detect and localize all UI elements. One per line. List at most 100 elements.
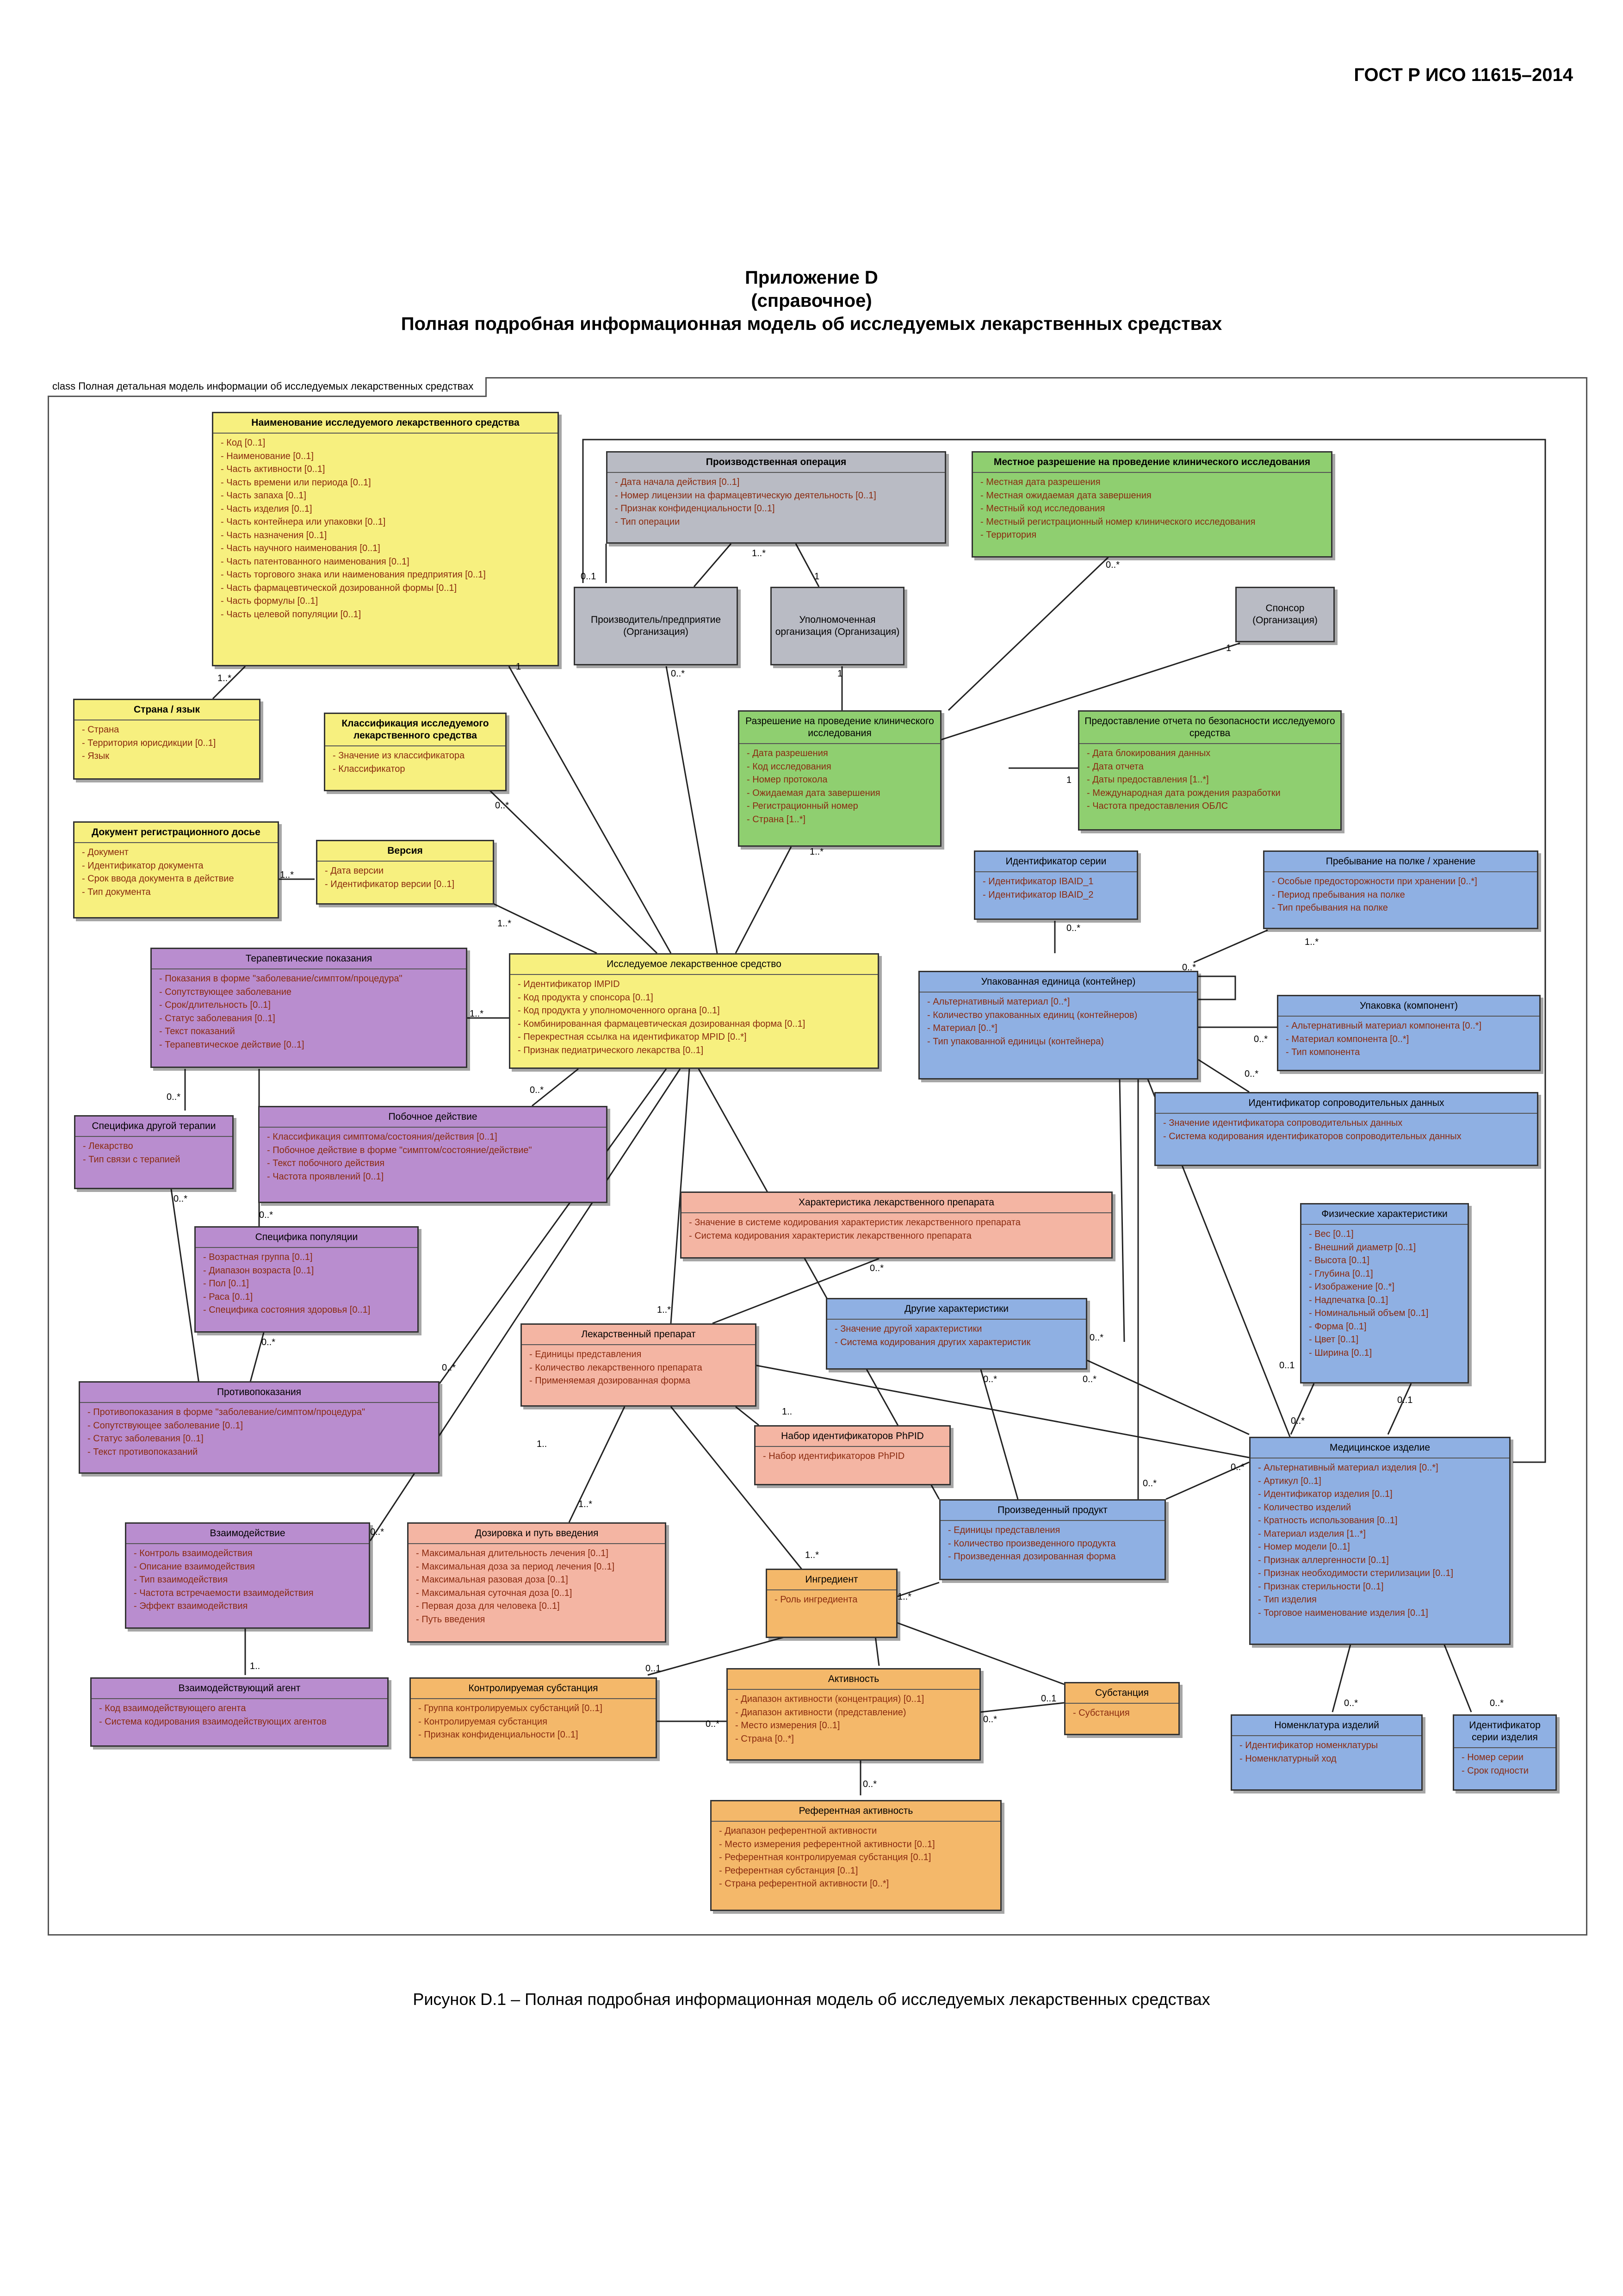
attr: Глубина [0..1]	[1309, 1267, 1464, 1281]
multiplicity-label: 0..*	[870, 1263, 884, 1273]
class-proizvoditel-name: Производитель/предприятие (Организация)	[590, 614, 721, 637]
attr: Наименование [0..1]	[221, 450, 554, 463]
attr: Текст побочного действия	[267, 1157, 602, 1170]
class-upakovannaya[interactable]: Упакованная единица (контейнер) Альтерна…	[918, 971, 1198, 1080]
class-vz-agent-attrs: Код взаимодействующего агента Система ко…	[92, 1698, 387, 1731]
class-lek-preparat[interactable]: Лекарственный препарат Единицы представл…	[520, 1323, 756, 1407]
class-versiya[interactable]: Версия Дата версии Идентификатор версии …	[316, 840, 494, 905]
attr: Сопутствующее заболевание [0..1]	[87, 1419, 434, 1433]
class-sponsor[interactable]: Спонсор (Организация)	[1235, 587, 1335, 642]
attr: Внешний диаметр [0..1]	[1309, 1241, 1464, 1254]
class-razreshenie[interactable]: Разрешение на проведение клинического ис…	[738, 710, 942, 847]
class-upakovka[interactable]: Упаковка (компонент) Альтернативный мате…	[1277, 995, 1541, 1071]
multiplicity-label: 1..*	[810, 847, 824, 857]
multiplicity-label: 0..*	[259, 1210, 273, 1220]
multiplicity-label: 0..*	[1066, 923, 1081, 933]
attr: Часть формулы [0..1]	[221, 595, 554, 608]
class-issleduemoe-attrs: Идентификатор IMPID Код продукта у спонс…	[510, 974, 878, 1060]
class-naimenovanie[interactable]: Наименование исследуемого лекарственного…	[212, 412, 559, 666]
class-versiya-name: Версия	[387, 845, 423, 856]
class-naimenovanie-name: Наименование исследуемого лекарственного…	[251, 417, 520, 428]
appendix-subtitle: (справочное)	[751, 291, 872, 311]
class-upakovka-attrs: Альтернативный материал компонента [0..*…	[1278, 1016, 1539, 1062]
attr: Тип операции	[615, 515, 941, 529]
class-drugie-attrs: Значение другой характеристики Система к…	[827, 1319, 1086, 1352]
multiplicity-label: 1..*	[280, 870, 294, 880]
attr: Артикул [0..1]	[1258, 1475, 1505, 1488]
attr: Страна референтной активности [0..*]	[719, 1877, 997, 1891]
class-issleduemoe[interactable]: Исследуемое лекарственное средство Идент…	[509, 953, 879, 1069]
attr: Тип взаимодействия	[134, 1573, 365, 1587]
class-referentnaya[interactable]: Референтная активность Диапазон референт…	[710, 1800, 1002, 1911]
class-dozirovka-name: Дозировка и путь введения	[475, 1528, 599, 1539]
attr: Страна [1..*]	[747, 813, 936, 826]
class-med-izdelie[interactable]: Медицинское изделие Альтернативный матер…	[1249, 1437, 1511, 1645]
attr: Тип изделия	[1258, 1593, 1505, 1607]
class-prebyvanie[interactable]: Пребывание на полке / хранение Особые пр…	[1263, 850, 1538, 929]
class-kontrol-sub-name: Контролируемая субстанция	[468, 1683, 598, 1694]
class-harakteristika[interactable]: Характеристика лекарственного препарата …	[680, 1191, 1113, 1259]
attr: Часть запаха [0..1]	[221, 489, 554, 503]
class-protivopokazaniya-name: Противопоказания	[217, 1387, 302, 1397]
attr: Раса [0..1]	[203, 1291, 414, 1304]
attr: Язык	[82, 750, 255, 763]
class-nabor-name: Набор идентификаторов PhPID	[781, 1431, 924, 1441]
class-nomenklatura-attrs: Идентификатор номенклатуры Номенклатурны…	[1232, 1735, 1421, 1768]
class-dozirovka[interactable]: Дозировка и путь введения Максимальная д…	[407, 1522, 666, 1643]
class-ingredient[interactable]: Ингредиент Роль ингредиента	[766, 1569, 898, 1638]
class-specifika-pop[interactable]: Специфика популяции Возрастная группа [0…	[194, 1226, 419, 1333]
attr: Количество лекарственного препарата	[529, 1361, 751, 1375]
class-id-serii[interactable]: Идентификатор серии Идентификатор IBAID_…	[974, 850, 1138, 920]
class-upolnomochennaya[interactable]: Уполномоченная организация (Организация)	[770, 587, 904, 665]
class-drugie[interactable]: Другие характеристики Значение другой ха…	[826, 1298, 1087, 1370]
class-aktivnost[interactable]: Активность Диапазон активности (концентр…	[726, 1668, 981, 1761]
class-vzaimodeistvie[interactable]: Взаимодействие Контроль взаимодействия О…	[125, 1522, 370, 1629]
multiplicity-label: 1..*	[752, 548, 766, 558]
attr: Максимальная разовая доза [0..1]	[416, 1573, 661, 1587]
class-otchet[interactable]: Предоставление отчета по безопасности ис…	[1078, 710, 1342, 831]
attr: Срок годности	[1462, 1764, 1552, 1778]
attr: Комбинированная фармацевтическая дозиров…	[518, 1018, 874, 1031]
attr: Код продукта у уполномоченного органа [0…	[518, 1004, 874, 1018]
class-kontrol-sub[interactable]: Контролируемая субстанция Группа контрол…	[409, 1677, 657, 1758]
class-id-serii-izd[interactable]: Идентификатор серии изделия Номер серии …	[1453, 1714, 1557, 1791]
attr: Лекарство	[83, 1140, 229, 1153]
class-referentnaya-attrs: Диапазон референтной активности Место из…	[712, 1821, 1000, 1893]
multiplicity-label: 0..*	[1344, 1698, 1358, 1708]
class-substanciya[interactable]: Субстанция Субстанция	[1064, 1682, 1180, 1735]
attr: Классификация симптома/состояния/действи…	[267, 1130, 602, 1144]
class-proizvoditel[interactable]: Производитель/предприятие (Организация)	[574, 587, 738, 665]
attr: Роль ингредиента	[774, 1593, 892, 1607]
attr: Тип пребывания на полке	[1272, 901, 1533, 915]
class-proizv-operaciya[interactable]: Производственная операция Дата начала де…	[606, 451, 946, 544]
class-id-soprov[interactable]: Идентификатор сопроводительных данных Зн…	[1154, 1092, 1538, 1166]
class-specifika-drugoi[interactable]: Специфика другой терапии Лекарство Тип с…	[74, 1115, 234, 1189]
class-pobochnoe[interactable]: Побочное действие Классификация симптома…	[258, 1106, 607, 1203]
attr: Контроль взаимодействия	[134, 1547, 365, 1560]
attr: Перекрестная ссылка на идентификатор MPI…	[518, 1030, 874, 1044]
class-drugie-name: Другие характеристики	[904, 1303, 1009, 1314]
class-nabor[interactable]: Набор идентификаторов PhPID Набор иденти…	[754, 1425, 951, 1485]
class-strana[interactable]: Страна / язык Страна Территория юрисдикц…	[73, 699, 260, 780]
class-proizvedenny[interactable]: Произведенный продукт Единицы представле…	[939, 1499, 1166, 1580]
attr: Единицы представления	[948, 1524, 1161, 1537]
attr: Код исследования	[747, 760, 936, 774]
class-substanciya-name: Субстанция	[1095, 1688, 1149, 1698]
multiplicity-label: 1..*	[1305, 937, 1319, 947]
class-specifika-drugoi-attrs: Лекарство Тип связи с терапией	[75, 1136, 232, 1169]
class-dokument[interactable]: Документ регистрационного досье Документ…	[73, 821, 279, 918]
class-id-soprov-attrs: Значение идентификатора сопроводительных…	[1156, 1113, 1537, 1146]
attr: Признак педиатрического лекарства [0..1]	[518, 1044, 874, 1057]
class-mestnoe[interactable]: Местное разрешение на проведение клиниче…	[972, 451, 1332, 558]
class-klassifikaciya[interactable]: Классификация исследуемого лекарственног…	[324, 713, 507, 791]
class-vz-agent-name: Взаимодействующий агент	[178, 1683, 301, 1694]
class-vz-agent[interactable]: Взаимодействующий агент Код взаимодейств…	[90, 1677, 389, 1747]
attr: Побочное действие в форме "симптом/состо…	[267, 1144, 602, 1157]
class-terapevt[interactable]: Терапевтические показания Показания в фо…	[150, 948, 467, 1068]
class-terapevt-attrs: Показания в форме "заболевание/симптом/п…	[152, 968, 466, 1054]
attr: Регистрационный номер	[747, 800, 936, 813]
class-fizicheskie[interactable]: Физические характеристики Вес [0..1] Вне…	[1300, 1203, 1469, 1384]
class-nomenklatura[interactable]: Номенклатура изделий Идентификатор номен…	[1231, 1714, 1423, 1791]
class-protivopokazaniya[interactable]: Противопоказания Противопоказания в форм…	[79, 1381, 440, 1474]
class-razreshenie-attrs: Дата разрешения Код исследования Номер п…	[739, 743, 940, 829]
